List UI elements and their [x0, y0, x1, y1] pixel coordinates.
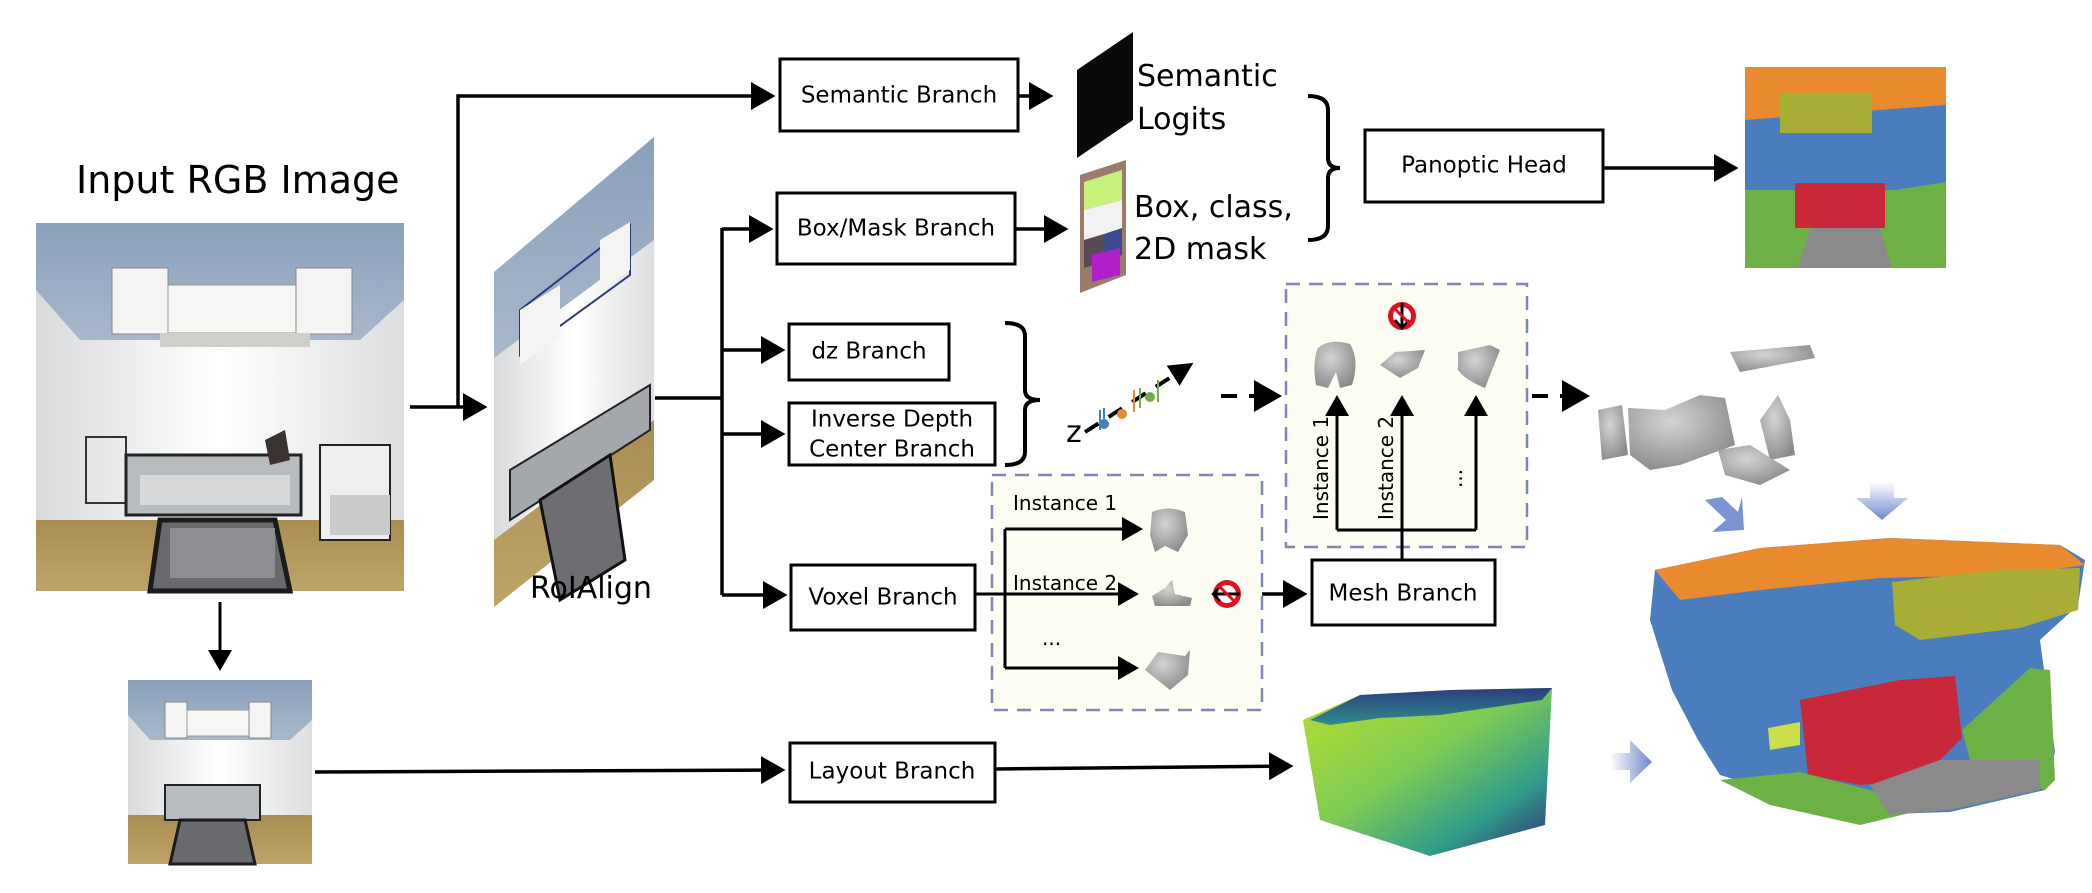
mesh-branch-label: Mesh Branch: [1329, 581, 1478, 607]
mesh-instance-2: [1380, 350, 1425, 378]
voxel-ellipsis: ...: [1042, 626, 1061, 650]
layout-input-image: [128, 680, 312, 866]
mesh-branch-box: Mesh Branch: [1310, 558, 1497, 627]
fusion-arrow-icon: [1705, 497, 1744, 532]
semantic-branch-box: Semantic Branch: [778, 57, 1020, 133]
voxel-instance-2-label: Instance 2: [1013, 571, 1117, 595]
inverse-depth-label-2: Center Branch: [809, 437, 975, 463]
inverse-depth-branch-box: Inverse Depth Center Branch: [787, 401, 997, 467]
semantic-logits-label-2: Logits: [1137, 102, 1226, 137]
arrow-input-to-semantic: [456, 82, 776, 407]
dz-branch-label: dz Branch: [811, 339, 926, 365]
voxel-branch-label: Voxel Branch: [808, 585, 957, 611]
panoptic-head-box: Panoptic Head: [1363, 128, 1605, 204]
mesh-ellipsis: ...: [1443, 469, 1467, 488]
reconstructed-meshes: [1598, 345, 1815, 485]
semantic-logits-label-1: Semantic: [1137, 59, 1278, 94]
panoptic-input-brace: [1307, 94, 1341, 242]
mesh-instance-3: [1458, 345, 1500, 388]
panoptic-3d-reconstruction: [1650, 538, 2085, 825]
box-class-label-1: Box, class,: [1134, 190, 1293, 225]
depth-brace: [1004, 321, 1041, 467]
panoptic-head-label: Panoptic Head: [1401, 153, 1567, 179]
arrow-to-layout-branch: [314, 756, 786, 785]
voxel-instance-1-label: Instance 1: [1013, 491, 1117, 515]
layout-depth-output: [1303, 688, 1552, 856]
input-image-title: Input RGB Image: [76, 158, 399, 202]
layout-branch-box: Layout Branch: [788, 741, 997, 804]
input-rgb-image: [36, 223, 404, 594]
semantic-logits-map: [1077, 32, 1133, 158]
panoptic-segmentation-output: [1745, 67, 1946, 268]
box-class-mask-map: [1080, 160, 1126, 293]
box-mask-branch-box: Box/Mask Branch: [775, 191, 1017, 266]
depth-axis-label: z: [1066, 415, 1082, 450]
voxel-instance-2: [1152, 580, 1192, 606]
roialign-feature-map: [494, 137, 654, 607]
roialign-label: RoIAlign: [530, 571, 652, 606]
arrow-layout-to-depth: [994, 752, 1294, 781]
mesh-instance-1-label: Instance 1: [1309, 416, 1333, 520]
box-class-label-2: 2D mask: [1134, 232, 1267, 267]
voxel-instance-1: [1150, 508, 1188, 552]
no-gradient-icon: [1211, 580, 1241, 608]
inverse-depth-label-1: Inverse Depth: [811, 407, 973, 433]
semantic-branch-label: Semantic Branch: [801, 83, 997, 109]
fusion-arrow-icon: [1610, 740, 1652, 783]
depth-axis: z: [1066, 362, 1194, 450]
mesh-instance-2-label: Instance 2: [1374, 416, 1398, 520]
box-mask-branch-label: Box/Mask Branch: [797, 216, 995, 242]
layout-branch-label: Layout Branch: [809, 759, 976, 785]
no-gradient-icon: [1388, 302, 1416, 330]
fusion-arrow-icon: [1856, 482, 1908, 520]
voxel-branch-box: Voxel Branch: [789, 563, 977, 632]
voxel-instance-3: [1145, 650, 1190, 690]
mesh-instance-1: [1314, 341, 1356, 388]
dz-branch-box: dz Branch: [787, 322, 951, 382]
